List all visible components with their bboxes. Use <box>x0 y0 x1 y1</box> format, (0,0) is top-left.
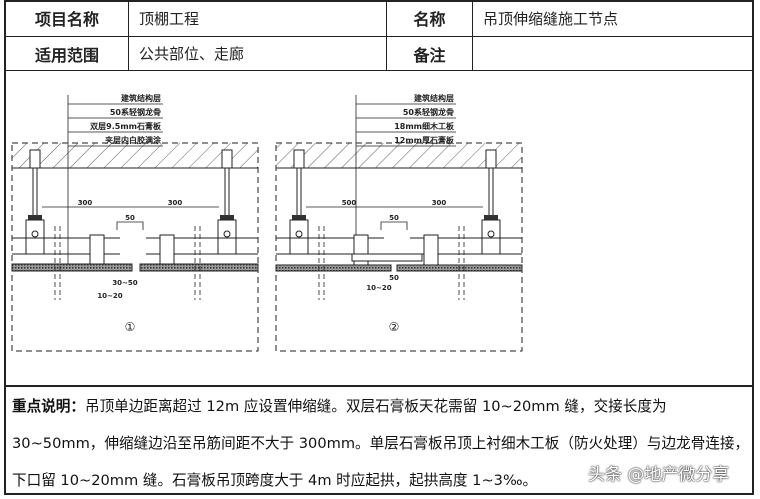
divider <box>4 70 754 71</box>
dim-right: 300 <box>168 199 183 207</box>
structure-slab-hatch <box>12 143 258 168</box>
scope-label: 适用范围 <box>34 45 99 65</box>
dim-left: 500 <box>342 199 357 207</box>
layer-label: 建筑结构层 <box>413 93 454 103</box>
gypsum-board-left <box>11 263 133 272</box>
dim-joint: 10~20 <box>97 292 122 300</box>
dim-lap: 30~50 <box>112 279 137 287</box>
anchor-bolt <box>221 149 233 169</box>
notes-body: 吊顶单边距离超过 12m 应设置伸缩缝。双层石膏板天花需留 10~20mm 缝，… <box>12 398 750 489</box>
clip-hole <box>487 230 495 238</box>
anchor-bolt <box>29 149 41 169</box>
anchor-bolt <box>293 149 305 169</box>
layer-label: 50系轻钢龙骨 <box>403 107 454 117</box>
gypsum-board-right <box>396 264 523 272</box>
clip-hole <box>295 230 303 238</box>
project-name-label: 项目名称 <box>34 10 99 29</box>
layer-label: 12mm厚石膏板 <box>394 135 455 145</box>
divider <box>128 0 129 70</box>
secondary-keel <box>423 234 439 266</box>
dim-joint: 10~20 <box>366 284 391 292</box>
detail-drawing-2: 建筑结构层 50系轻钢龙骨 18mm细木工板 12mm厚石膏板 500 300 50 50 10… <box>275 93 523 352</box>
name-label: 名称 <box>413 10 446 29</box>
nut <box>220 215 234 221</box>
gypsum-board-left <box>275 264 392 272</box>
secondary-keel <box>89 234 105 266</box>
nut <box>484 215 498 221</box>
divider <box>4 36 754 37</box>
dim-right: 300 <box>432 199 447 207</box>
scope-value: 公共部位、走廊 <box>139 45 245 63</box>
divider <box>472 0 473 70</box>
gypsum-board-right <box>139 263 259 272</box>
structure-slab-hatch <box>276 143 522 168</box>
name-value: 吊顶伸缩缝施工节点 <box>483 9 619 28</box>
divider <box>386 0 387 70</box>
dim-left: 300 <box>78 199 93 207</box>
drawing-number: ① <box>125 320 136 334</box>
notes-title: 重点说明： <box>12 398 85 415</box>
drawing-number: ② <box>389 320 400 334</box>
gap-dimension <box>380 221 408 230</box>
dim-lap: 50 <box>389 274 399 282</box>
nut <box>292 215 306 221</box>
layer-label: 建筑结构层 <box>120 93 161 103</box>
layer-label: 50系轻钢龙骨 <box>110 107 161 117</box>
remarks-label: 备注 <box>413 45 446 65</box>
layer-label: 18mm细木工板 <box>394 121 455 131</box>
secondary-keel <box>159 234 175 266</box>
clip-hole <box>223 230 231 238</box>
project-name-value: 顶棚工程 <box>139 9 200 28</box>
plywood-board <box>351 253 423 262</box>
layer-label: 双层9.5mm石膏板 <box>90 121 162 131</box>
dim-gap: 50 <box>125 214 135 222</box>
key-notes: 重点说明：吊顶单边距离超过 12m 应设置伸缩缝。双层石膏板天花需留 10~20… <box>12 388 752 499</box>
dim-gap: 50 <box>389 214 399 222</box>
layer-label: 夹层内白胶满涂 <box>105 135 162 145</box>
spec-table <box>4 0 754 495</box>
watermark: 头条 @地产微分享 <box>588 465 730 485</box>
divider <box>4 385 754 387</box>
nut <box>28 215 42 221</box>
anchor-bolt <box>485 149 497 169</box>
clip-hole <box>31 230 39 238</box>
gap-dimension <box>116 221 144 230</box>
